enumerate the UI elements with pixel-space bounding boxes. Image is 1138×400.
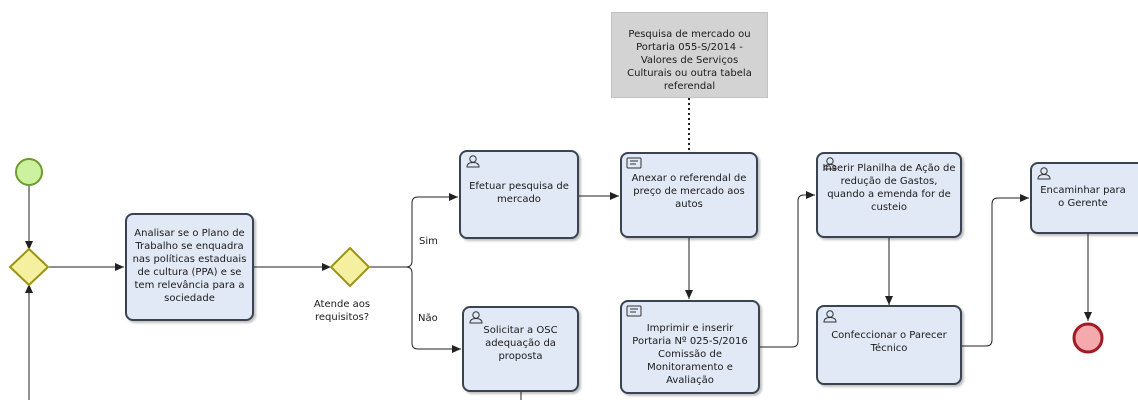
task-inserir-label: Inserir Planilha de Ação de redução de G…: [822, 163, 956, 213]
task-inserir[interactable]: Inserir Planilha de Ação de redução de G…: [816, 152, 962, 238]
task-imprimir-label: Imprimir e inserir Portaria Nº 025-S/201…: [632, 323, 748, 386]
task-encaminhar[interactable]: Encaminhar para o Gerente: [1030, 162, 1138, 234]
task-analisar[interactable]: Analisar se o Plano de Trabalho se enqua…: [125, 213, 254, 321]
user-icon: [1037, 167, 1051, 180]
task-confeccionar-label: Confeccionar o Parecer Técnico: [831, 330, 947, 354]
flow-label-sim: Sim: [419, 236, 438, 247]
flow-nao: [405, 266, 461, 353]
merge-gateway: [8, 247, 50, 287]
decision-gateway: [329, 246, 371, 288]
service-icon: [626, 305, 642, 317]
task-imprimir[interactable]: Imprimir e inserir Portaria Nº 025-S/201…: [620, 300, 760, 394]
task-confeccionar[interactable]: Confeccionar o Parecer Técnico: [816, 305, 962, 385]
task-encaminhar-label: Encaminhar para o Gerente: [1040, 185, 1126, 209]
user-icon: [469, 311, 483, 324]
task-solicitar[interactable]: Solicitar a OSC adequação da proposta: [462, 306, 579, 392]
task-anexar[interactable]: Anexar o referendal de preço de mercado …: [620, 152, 758, 238]
task-pesquisa-label: Efetuar pesquisa de mercado: [469, 181, 569, 205]
user-icon: [823, 310, 837, 323]
user-icon: [466, 155, 480, 168]
decision-gateway-label: Atende aos requisitos?: [313, 299, 371, 323]
start-event: [15, 158, 43, 186]
data-artifact: Pesquisa de mercado ou Portaria 055-S/20…: [611, 12, 768, 98]
flow-sim: [369, 193, 458, 268]
task-pesquisa[interactable]: Efetuar pesquisa de mercado: [459, 150, 579, 239]
user-icon: [823, 157, 837, 170]
service-icon: [626, 157, 642, 169]
end-event: [1072, 322, 1104, 354]
task-analisar-label: Analisar se o Plano de Trabalho se enqua…: [132, 228, 247, 304]
flow-label-nao: Não: [418, 313, 438, 324]
task-solicitar-label: Solicitar a OSC adequação da proposta: [483, 325, 558, 362]
flow-confeccionar-to-encaminhar: [962, 194, 1029, 347]
task-anexar-label: Anexar o referendal de preço de mercado …: [631, 173, 747, 210]
flow-imprimir-to-inserir: [760, 191, 815, 348]
